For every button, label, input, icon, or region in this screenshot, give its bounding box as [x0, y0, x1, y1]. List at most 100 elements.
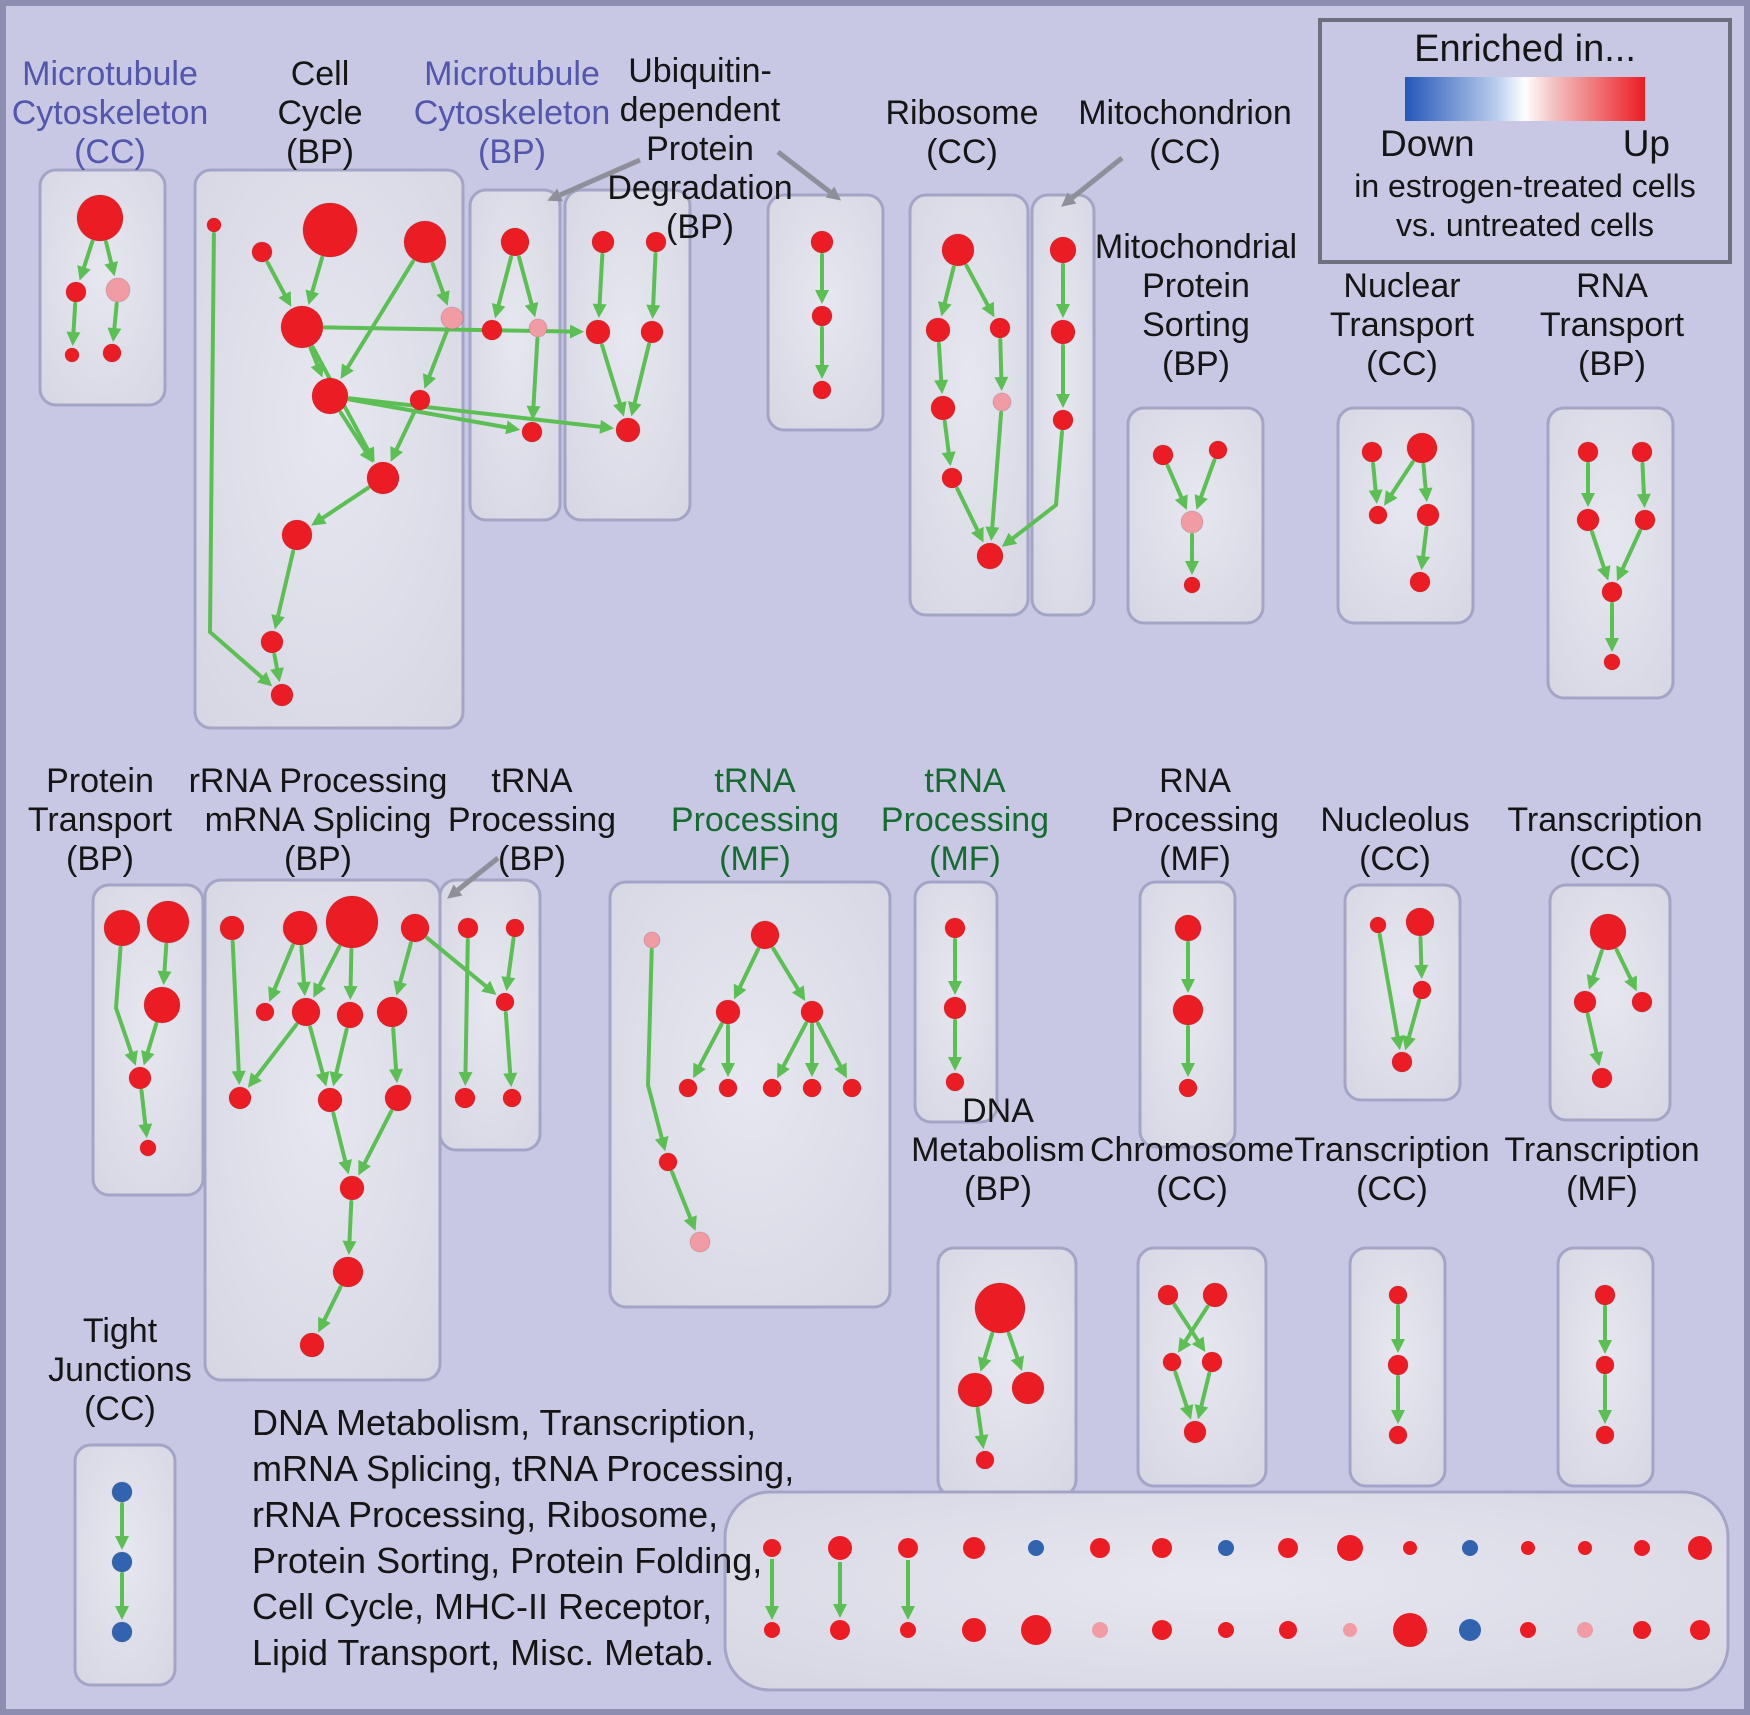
strip-node-top-11	[1403, 1541, 1417, 1555]
node-rt4	[1634, 509, 1656, 531]
edge-dm1-dm2	[977, 1331, 995, 1372]
node-nt2	[1406, 432, 1438, 464]
node-nt1	[1361, 441, 1383, 463]
strip-node-bottom-10	[1343, 1623, 1357, 1637]
transcription-cc-1-box	[1548, 883, 1672, 1122]
node-ch3	[1162, 1352, 1182, 1372]
edge-cc7-ubq5	[347, 396, 615, 434]
node-ubq2	[645, 231, 667, 253]
legend-subtitle-line2: vs. untreated cells	[1396, 207, 1654, 243]
strip-node-bottom-9	[1279, 1621, 1297, 1639]
node-rib5	[992, 392, 1012, 412]
strip-node-bottom-4	[962, 1618, 986, 1642]
edge-mit3-rib7	[1001, 430, 1064, 547]
node-tm6	[718, 1078, 738, 1098]
node-mc4	[64, 347, 80, 363]
edge-cc5-ubq3	[323, 324, 584, 339]
node-rr14	[299, 1332, 325, 1358]
node-rr1	[219, 915, 245, 941]
node-cc2	[251, 241, 273, 263]
node-nu4	[1391, 1051, 1413, 1073]
edge-rr2-rr5	[268, 943, 295, 1002]
node-t41	[1594, 1284, 1616, 1306]
edge-rt3-rt5	[1590, 530, 1611, 581]
edge-pt3-pt4	[141, 1022, 159, 1066]
node-tm4	[800, 1000, 824, 1024]
node-rr7	[336, 1001, 364, 1029]
node-trb5	[502, 1088, 522, 1108]
edge-ubq3-ubq5	[600, 343, 627, 417]
edge-trb2-trb3	[501, 936, 516, 992]
edge-rr4-trb3	[425, 936, 497, 995]
legend-up-label: Up	[1622, 123, 1670, 164]
edge-cc2-cc5	[265, 260, 292, 307]
edge-rib1-rib3	[964, 263, 995, 318]
edge-rib3-rib5	[994, 338, 1009, 391]
strip-node-top-6	[1090, 1538, 1110, 1558]
edge-rt2-rt4	[1636, 462, 1651, 508]
node-tm3	[715, 999, 741, 1025]
edge-tm4-tm7	[777, 1021, 808, 1079]
legend-gradient-bar	[1405, 77, 1645, 121]
edge-ubq1-ubq3	[592, 253, 607, 318]
node-rr12	[339, 1175, 365, 1201]
node-tj3	[111, 1621, 133, 1643]
edge-rib2-rib4	[934, 342, 949, 395]
edge-cc7-mtb4	[347, 397, 521, 435]
edge-mtb1-mtb2	[491, 255, 513, 319]
node-rr5	[255, 1002, 275, 1022]
node-pt3	[143, 986, 181, 1024]
node-tm2	[750, 920, 780, 950]
node-trb3	[495, 992, 515, 1012]
strip-node-top-12	[1462, 1540, 1478, 1556]
node-mtb1	[500, 227, 530, 257]
node-mtb2	[481, 319, 503, 341]
edge-tm2-tm4	[771, 946, 806, 1001]
edge-rib5-rib7	[985, 411, 1004, 542]
node-rt5	[1601, 581, 1623, 603]
node-ubq3	[585, 319, 611, 345]
edge-dm2-dm4	[974, 1406, 989, 1450]
pointer-arrow-3	[1061, 156, 1124, 207]
edge-rr10-rr12	[331, 1111, 352, 1175]
node-ts2	[943, 996, 967, 1020]
edge-rr11-rr12	[358, 1109, 394, 1176]
node-mc5	[102, 343, 122, 363]
node-cc8	[409, 389, 431, 411]
edge-cc11-cc12	[270, 652, 284, 683]
edge-pt2-pt3	[157, 942, 172, 986]
edge-mc1-mc3	[104, 240, 118, 277]
edge-trb3-trb5	[503, 1011, 518, 1088]
node-mps2	[1208, 440, 1228, 460]
cell-cycle-bp-box	[193, 168, 465, 730]
edge-rr3-rr7	[343, 948, 358, 1000]
node-cc10	[281, 519, 313, 551]
node-tm11	[689, 1231, 711, 1253]
node-rib7	[976, 542, 1004, 570]
node-rib2	[925, 317, 951, 343]
edge-cc7-cc9	[338, 410, 374, 463]
mitochondrion-cc-label: Mitochondrion(CC)	[1078, 94, 1292, 171]
edge-tc2-tc4	[1585, 1012, 1604, 1067]
node-rp2	[1172, 994, 1204, 1026]
node-rr8	[376, 996, 408, 1028]
node-rr2	[282, 910, 318, 946]
strip-node-bottom-6	[1092, 1622, 1108, 1638]
strip-node-top-14	[1578, 1541, 1592, 1555]
edge-mtb1-mtb3	[517, 255, 539, 318]
misc-clusters-label: DNA Metabolism, Transcription, mRNA Spli…	[252, 1400, 794, 1676]
node-cc11	[260, 630, 284, 654]
edge-rib1-rib2	[938, 265, 956, 317]
node-tm5	[678, 1078, 698, 1098]
node-pt2	[146, 900, 190, 944]
node-tj1	[111, 1481, 133, 1503]
nucleolus-cc-box	[1343, 883, 1462, 1102]
node-ts3	[945, 1072, 965, 1092]
edge-nt2-nt3	[1384, 460, 1415, 506]
node-rr9	[228, 1086, 252, 1110]
